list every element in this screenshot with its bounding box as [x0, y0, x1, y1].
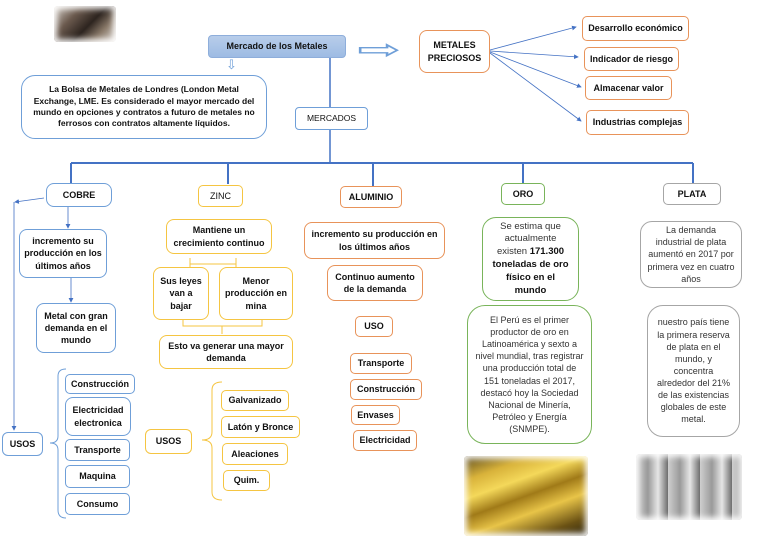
zinc-use-item: Galvanizado: [221, 390, 289, 411]
down-arrow-icon: ⇩: [226, 57, 237, 72]
zinc-uses-box: USOS: [145, 429, 192, 454]
title-text: Mercado de los Metales: [226, 41, 328, 52]
lme-description-box: La Bolsa de Metales de Londres (London M…: [21, 75, 267, 139]
cobre-use-item: Transporte: [65, 439, 130, 461]
zinc-use-item: Aleaciones: [222, 443, 288, 465]
right-arrow-icon: ⇨: [357, 34, 402, 65]
precious-metals-box: METALES PRECIOSOS: [419, 30, 490, 73]
aluminio-fact-demand: Continuo aumento de la demanda: [327, 265, 423, 301]
oro-fact-peru: El Perú es el primer productor de oro en…: [467, 305, 592, 444]
aluminio-fact-production: incremento su producción en los últimos …: [304, 222, 445, 259]
zinc-box: ZINC: [198, 185, 243, 207]
mercados-box: MERCADOS: [295, 107, 368, 130]
gold-bars-photo: [464, 456, 588, 536]
zinc-fact-production: Menor producción en mina: [219, 267, 293, 320]
plata-fact-reserves: nuestro país tiene la primera reserva de…: [647, 305, 740, 437]
silver-bars-photo: [636, 454, 742, 520]
precious-item: Indicador de riesgo: [584, 47, 679, 71]
cobre-use-item: Consumo: [65, 493, 130, 515]
zinc-fact-demand: Esto va generar una mayor demanda: [159, 335, 293, 369]
precious-item: Almacenar valor: [585, 76, 672, 100]
lme-description-text: La Bolsa de Metales de Londres (London M…: [33, 84, 255, 129]
cobre-uses-brace: [49, 368, 67, 519]
cobre-use-item: Maquina: [65, 465, 130, 488]
precious-item: Desarrollo económico: [582, 16, 689, 41]
zinc-fact-laws: Sus leyes van a bajar: [153, 267, 209, 320]
lme-building-photo: [54, 6, 116, 42]
title-box: Mercado de los Metales: [208, 35, 346, 58]
aluminio-use-item: Electricidad: [353, 430, 417, 451]
oro-box: ORO: [501, 183, 545, 205]
aluminio-use-item: Envases: [351, 405, 400, 425]
aluminio-box: ALUMINIO: [340, 186, 402, 208]
cobre-fact-demand: Metal con gran demanda en el mundo: [36, 303, 116, 353]
aluminio-uses-box: USO: [355, 316, 393, 337]
cobre-fact-production: incremento su producción en los últimos …: [19, 229, 107, 278]
cobre-use-item: Electricidad electronica: [65, 397, 131, 436]
cobre-uses-box: USOS: [2, 432, 43, 456]
aluminio-use-item: Transporte: [350, 353, 412, 374]
zinc-fact-growth: Mantiene un crecimiento continuo: [166, 219, 272, 254]
zinc-use-item: Latón y Bronce: [221, 416, 300, 438]
cobre-box: COBRE: [46, 183, 112, 207]
precious-item: Industrias complejas: [586, 110, 689, 135]
aluminio-use-item: Construcción: [350, 379, 422, 400]
plata-fact-demand: La demanda industrial de plata aumentó e…: [640, 221, 742, 288]
zinc-use-item: Quim.: [223, 470, 270, 491]
plata-box: PLATA: [663, 183, 721, 205]
cobre-use-item: Construcción: [65, 374, 135, 394]
oro-fact-reserves: Se estima que actualmente existen 171.30…: [482, 217, 579, 301]
zinc-uses-brace: [201, 381, 223, 501]
